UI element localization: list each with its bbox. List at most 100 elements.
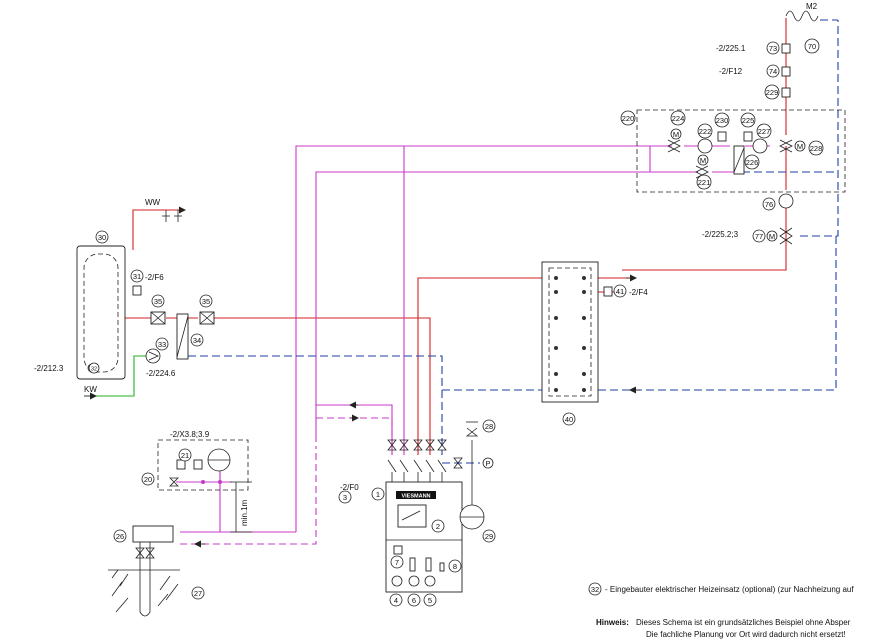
svg-text:28: 28 xyxy=(485,422,493,431)
balloon-40: 40 xyxy=(562,412,576,426)
brine-module-20 xyxy=(169,448,231,487)
balloon-41: 41 xyxy=(613,284,627,298)
balloon-73: 73 xyxy=(766,41,780,55)
balloon-7: 7 xyxy=(390,555,404,569)
heating-circuit-group xyxy=(603,10,819,297)
svg-text:31: 31 xyxy=(133,272,141,281)
svg-text:27: 27 xyxy=(194,589,202,598)
heat-pump-unit: VIESMANN xyxy=(385,481,463,593)
label-ref-f12: -2/F12 xyxy=(719,67,743,76)
balloon-20: 20 xyxy=(141,472,155,486)
balloon-31: 31 xyxy=(130,269,144,283)
svg-text:8: 8 xyxy=(453,562,457,571)
label-ref-212-3: -2/212.3 xyxy=(34,364,64,373)
svg-text:74: 74 xyxy=(769,67,777,76)
brine-dashed-return xyxy=(316,417,393,455)
svg-text:2: 2 xyxy=(436,522,440,531)
brine-pipe-outer xyxy=(296,145,405,455)
label-ref-225-1: -2/225.1 xyxy=(716,44,746,53)
balloon-35a: 35 xyxy=(151,294,165,308)
connection-valves xyxy=(387,439,447,482)
svg-text:32: 32 xyxy=(91,367,97,373)
balloon-30: 30 xyxy=(95,230,109,244)
supply-pipe-buffer-in xyxy=(417,277,550,455)
label-ref-224-6: -2/224.6 xyxy=(146,369,176,378)
label-ref-f6: -2/F6 xyxy=(145,273,164,282)
balloon-5: 5 xyxy=(423,593,437,607)
label-m2: M2 xyxy=(806,2,818,11)
brine-pipe-top xyxy=(295,145,672,532)
svg-text:4: 4 xyxy=(394,596,398,605)
balloon-8: 8 xyxy=(448,559,462,573)
balloon-1: 1 xyxy=(371,487,385,501)
module-frame-20 xyxy=(157,439,249,491)
balloon-27: 27 xyxy=(191,586,205,600)
balloon-70: 70 xyxy=(804,38,820,54)
label-min-1m: min.1m xyxy=(240,499,249,526)
label-ref-x3-8-3-9: -2/X3.8;3.9 xyxy=(170,430,210,439)
brine-pipe-ground xyxy=(180,465,296,533)
hinweis-line-1: Dieses Schema ist ein grundsätzliches Be… xyxy=(636,618,851,627)
svg-text:224: 224 xyxy=(672,114,685,123)
label-motor-221: M xyxy=(700,156,706,165)
ww-taps xyxy=(162,210,182,222)
text-labels: WW KW M2 -2/225.1 -2/F12 -2/225.2;3 -2/F… xyxy=(34,2,818,526)
svg-text:230: 230 xyxy=(716,116,729,125)
svg-text:35: 35 xyxy=(202,297,210,306)
balloon-229: 229 xyxy=(764,84,780,100)
balloon-230: 230 xyxy=(714,112,730,128)
balloon-221: 221 xyxy=(696,174,712,190)
svg-text:229: 229 xyxy=(766,88,779,97)
label-pressure: P xyxy=(485,459,490,468)
brand-plate xyxy=(396,491,436,499)
svg-text:5: 5 xyxy=(428,596,432,605)
return-pipe-buffer xyxy=(442,236,837,391)
svg-text:1: 1 xyxy=(376,490,380,499)
balloon-74: 74 xyxy=(766,64,780,78)
balloon-77: 77 xyxy=(752,229,766,243)
svg-text:41: 41 xyxy=(616,287,624,296)
hinweis-line-2: Die fachliche Planung vor Ort wird dadur… xyxy=(646,630,846,639)
svg-text:29: 29 xyxy=(485,532,493,541)
svg-text:33: 33 xyxy=(158,340,166,349)
svg-text:228: 228 xyxy=(810,144,823,153)
supply-pipe-buffer-to-hc xyxy=(596,250,787,293)
svg-text:6: 6 xyxy=(412,596,416,605)
cold-water-pipe xyxy=(84,355,146,397)
balloon-220: 220 xyxy=(620,110,636,126)
brine-pipe-inner xyxy=(315,171,698,442)
label-motor-228: M xyxy=(797,142,803,151)
ground-return-dashed xyxy=(180,446,317,545)
balloon-226: 226 xyxy=(744,154,760,170)
label-ww: WW xyxy=(145,198,161,207)
balloon-222: 222 xyxy=(697,123,713,139)
component-balloons: 30 31 32 35 35 34 33 21 20 26 27 3 1 2 7… xyxy=(88,38,824,607)
svg-text:26: 26 xyxy=(116,532,124,541)
dhw-storage-tank xyxy=(76,245,126,380)
svg-text:76: 76 xyxy=(765,200,773,209)
label-ref-f0: -2/F0 xyxy=(340,483,359,492)
label-motor-77: M xyxy=(769,232,775,241)
svg-text:7: 7 xyxy=(395,558,399,567)
balloon-228: 228 xyxy=(808,140,824,156)
svg-text:30: 30 xyxy=(98,233,106,242)
ground-collector xyxy=(108,481,252,617)
balloon-35b: 35 xyxy=(199,294,213,308)
label-motor-224: M xyxy=(673,130,679,139)
brand-text: VIESMANN xyxy=(401,494,430,500)
svg-text:21: 21 xyxy=(181,451,189,460)
balloon-3: 3 xyxy=(338,490,352,504)
svg-text:226: 226 xyxy=(746,158,759,167)
balloon-227: 227 xyxy=(756,123,772,139)
label-ref-225-2-3: -2/225.2;3 xyxy=(702,230,739,239)
balloon-28: 28 xyxy=(482,419,496,433)
svg-text:3: 3 xyxy=(343,493,347,502)
svg-text:34: 34 xyxy=(193,336,201,345)
balloon-6: 6 xyxy=(407,593,421,607)
svg-text:227: 227 xyxy=(758,127,771,136)
pipes xyxy=(84,18,839,545)
balloon-76: 76 xyxy=(762,197,776,211)
flow-arrows xyxy=(84,206,640,548)
svg-text:73: 73 xyxy=(769,44,777,53)
